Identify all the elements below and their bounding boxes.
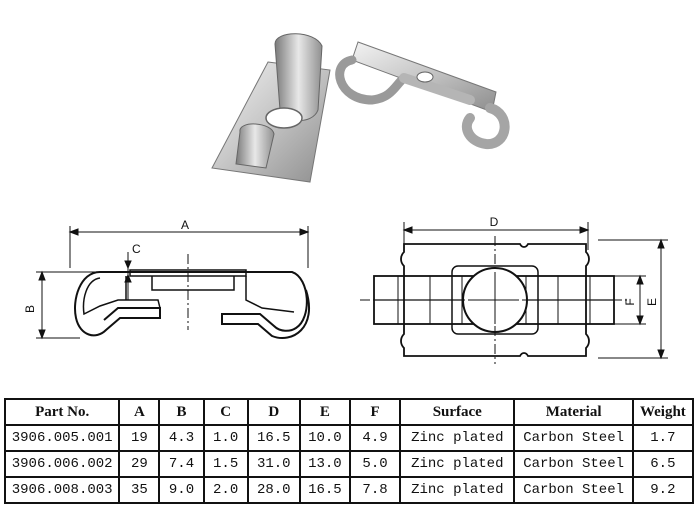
cell-weight: 9.2 (631, 476, 695, 504)
dim-label-a: A (181, 218, 189, 232)
cell-c: 1.0 (202, 424, 249, 452)
cell-d: 16.5 (246, 424, 301, 452)
clip-photo-left (211, 33, 331, 183)
cell-b: 9.0 (158, 476, 205, 504)
col-header-e: E (298, 398, 351, 426)
cell-f: 5.0 (348, 450, 402, 478)
cell-part-no: 3906.005.001 (3, 424, 121, 452)
cell-material: Carbon Steel (513, 450, 634, 478)
cell-material: Carbon Steel (513, 476, 634, 504)
clip-photo-right (335, 41, 510, 149)
cell-surface: Zinc plated (399, 476, 516, 504)
cell-b: 7.4 (158, 450, 205, 478)
cell-e: 16.5 (298, 476, 351, 504)
cell-a: 29 (118, 450, 161, 478)
cell-weight: 1.7 (631, 424, 695, 452)
cell-c: 2.0 (202, 476, 249, 504)
col-header-a: A (118, 398, 161, 426)
col-header-material: Material (513, 398, 634, 426)
col-header-f: F (348, 398, 402, 426)
cell-f: 4.9 (348, 424, 402, 452)
cell-material: Carbon Steel (513, 424, 634, 452)
col-header-part-no: Part No. (3, 398, 121, 426)
cell-e: 10.0 (298, 424, 351, 452)
dim-label-f: F (623, 298, 637, 305)
cell-surface: Zinc plated (399, 450, 516, 478)
dim-label-b: B (23, 305, 37, 313)
col-header-d: D (246, 398, 301, 426)
cell-part-no: 3906.006.002 (3, 450, 121, 478)
cell-e: 13.0 (298, 450, 351, 478)
cell-f: 7.8 (348, 476, 402, 504)
top-view-drawing (360, 222, 668, 364)
col-header-c: C (202, 398, 249, 426)
cell-a: 19 (118, 424, 161, 452)
col-header-b: B (158, 398, 205, 426)
dim-label-e: E (645, 298, 659, 306)
cell-d: 31.0 (246, 450, 301, 478)
cell-part-no: 3906.008.003 (3, 476, 121, 504)
dim-label-c: C (132, 242, 141, 256)
col-header-weight: Weight (631, 398, 695, 426)
table-row: 3906.006.002 29 7.4 1.5 31.0 13.0 5.0 Zi… (3, 450, 695, 478)
side-view-drawing (36, 226, 310, 340)
cell-a: 35 (118, 476, 161, 504)
table-row: 3906.005.001 19 4.3 1.0 16.5 10.0 4.9 Zi… (3, 424, 695, 452)
cell-surface: Zinc plated (399, 424, 516, 452)
cell-c: 1.5 (202, 450, 249, 478)
dim-label-d: D (490, 215, 499, 229)
technical-drawings: A B C D E F (23, 215, 668, 364)
product-photo (211, 33, 510, 183)
spec-table: Part No. A B C D E F Surface Material We… (3, 398, 695, 504)
cell-d: 28.0 (246, 476, 301, 504)
table-row: 3906.008.003 35 9.0 2.0 28.0 16.5 7.8 Zi… (3, 476, 695, 504)
cell-weight: 6.5 (631, 450, 695, 478)
spec-table-header-row: Part No. A B C D E F Surface Material We… (3, 398, 695, 426)
cell-b: 4.3 (158, 424, 205, 452)
col-header-surface: Surface (399, 398, 516, 426)
